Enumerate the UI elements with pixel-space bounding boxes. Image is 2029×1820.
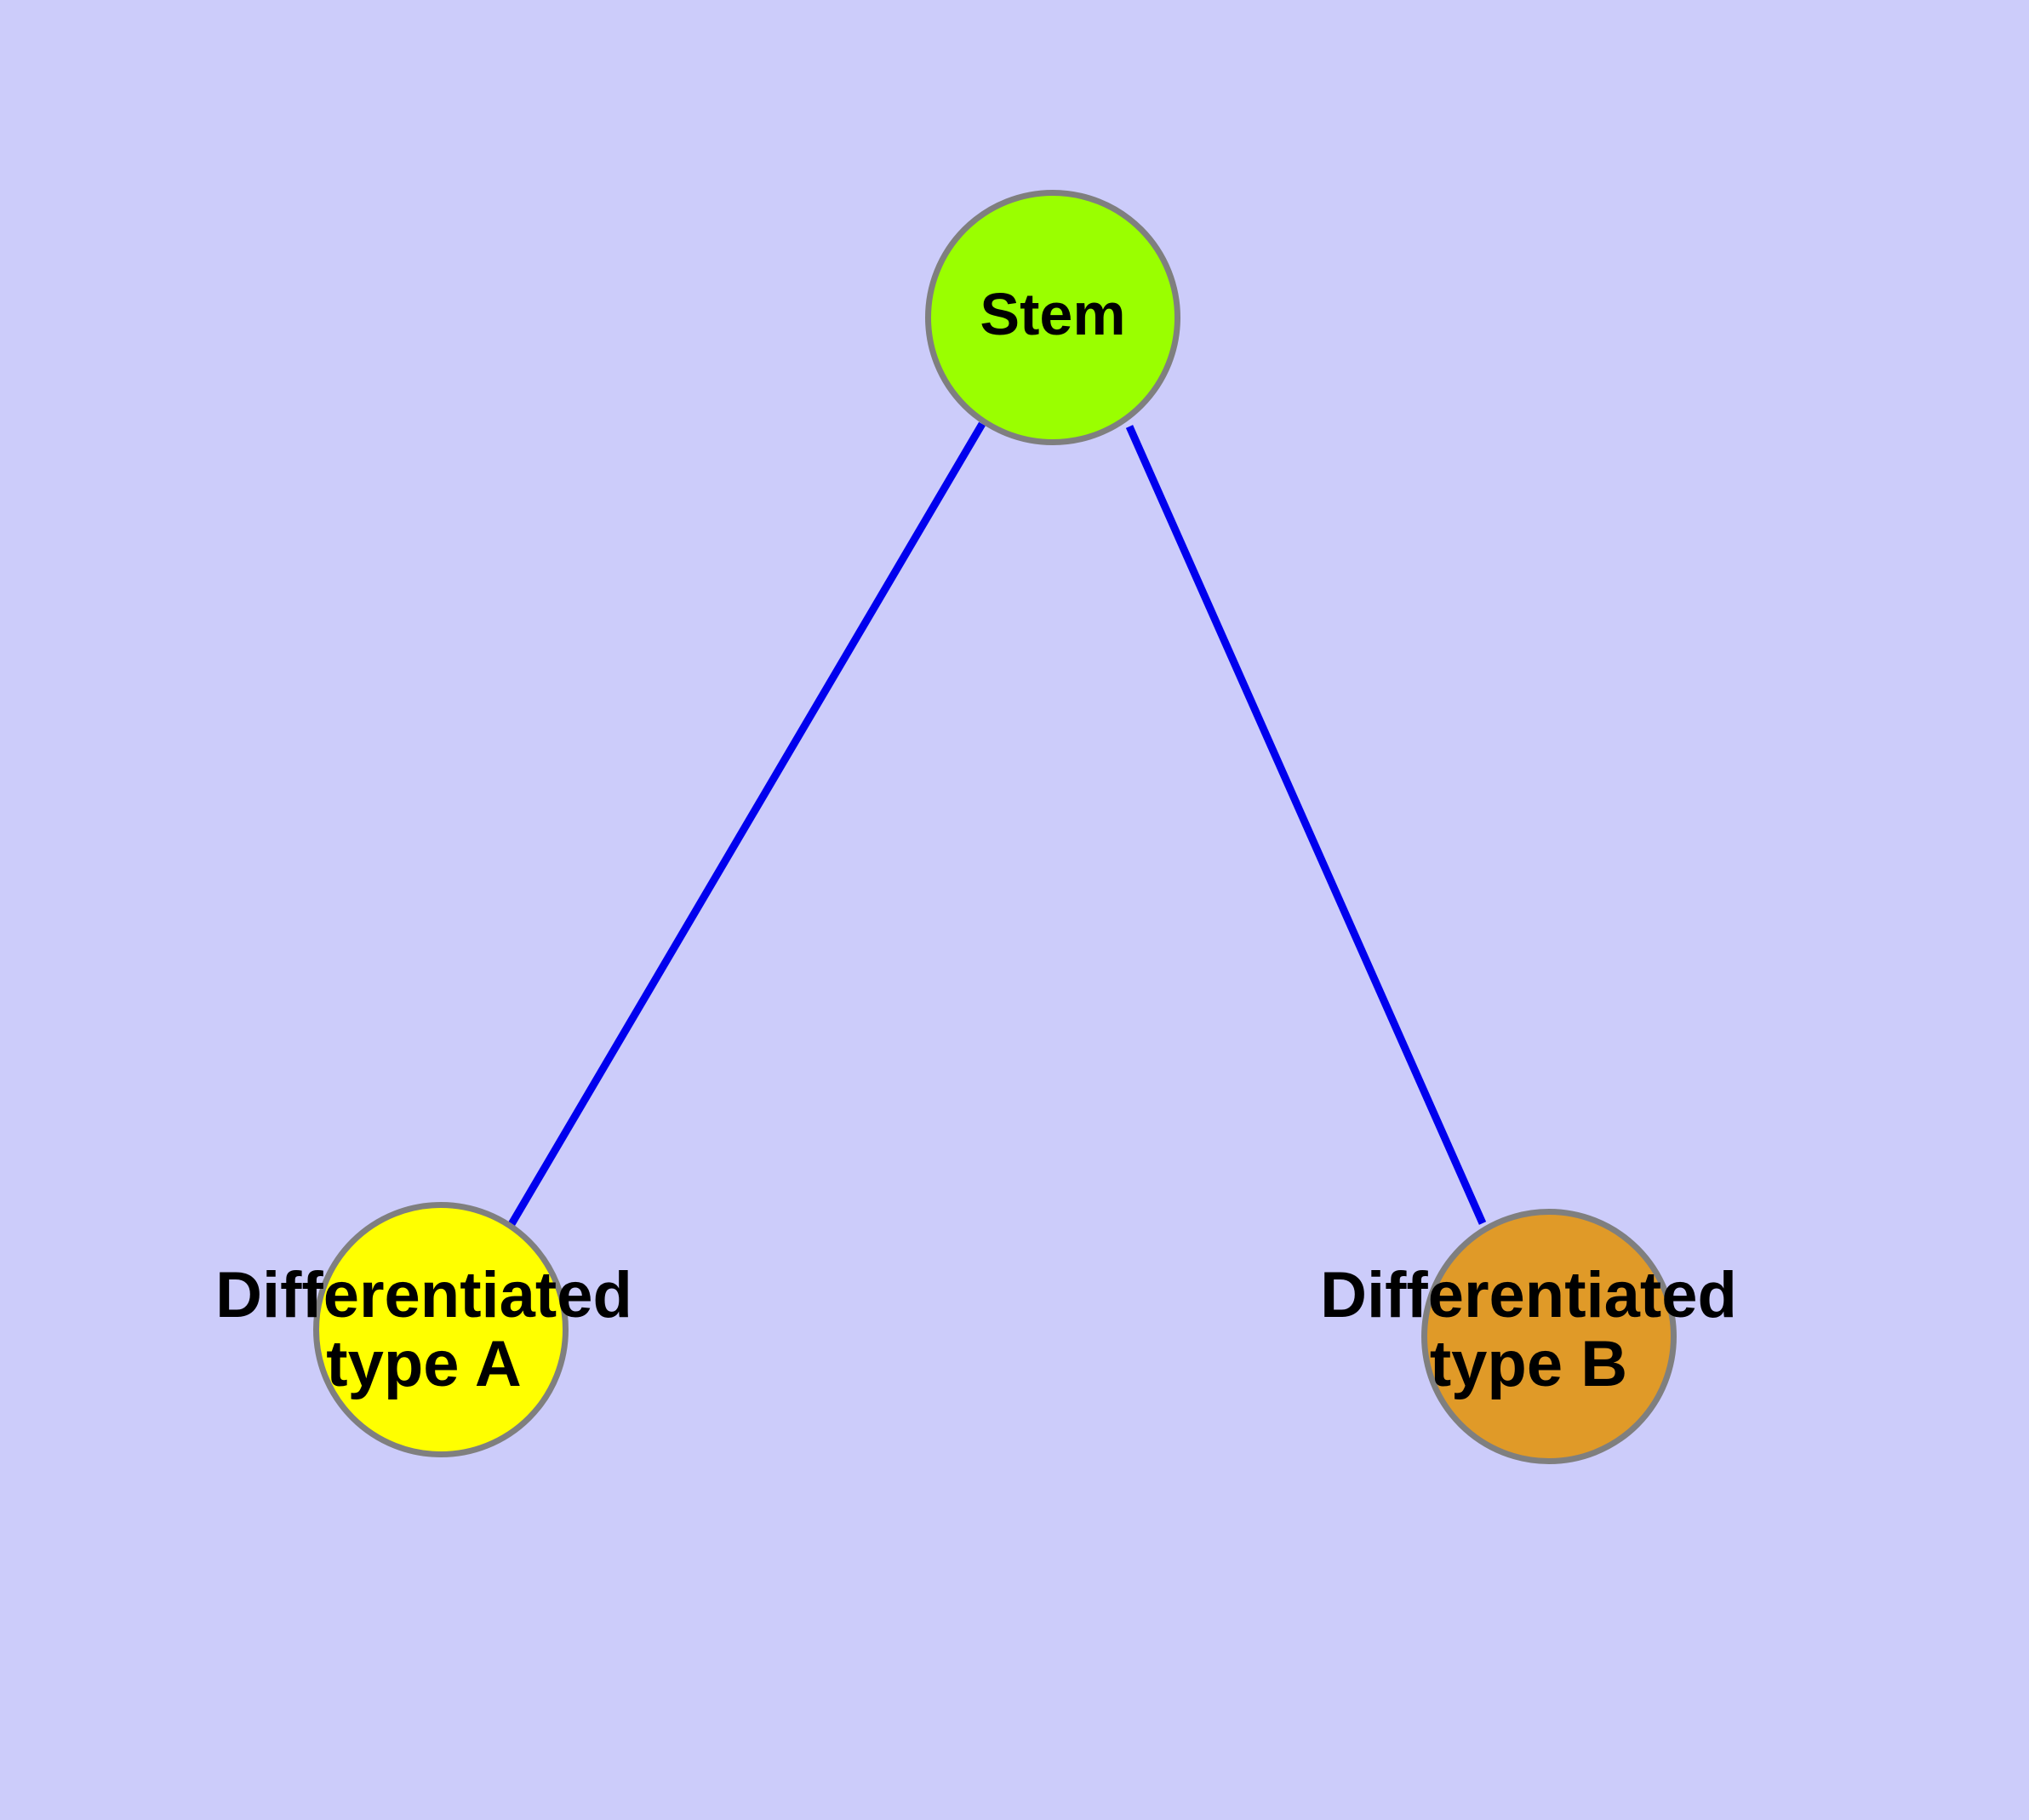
node-group [313, 190, 1677, 1464]
edge-stem-to-differentiated-type-a[interactable] [508, 421, 986, 1227]
node-differentiated-type-a[interactable] [313, 1202, 569, 1457]
node-stem[interactable] [925, 190, 1180, 445]
edge-group [508, 421, 1487, 1227]
edge-stem-to-differentiated-type-b[interactable] [1125, 425, 1487, 1225]
node-differentiated-type-b[interactable] [1421, 1209, 1677, 1464]
